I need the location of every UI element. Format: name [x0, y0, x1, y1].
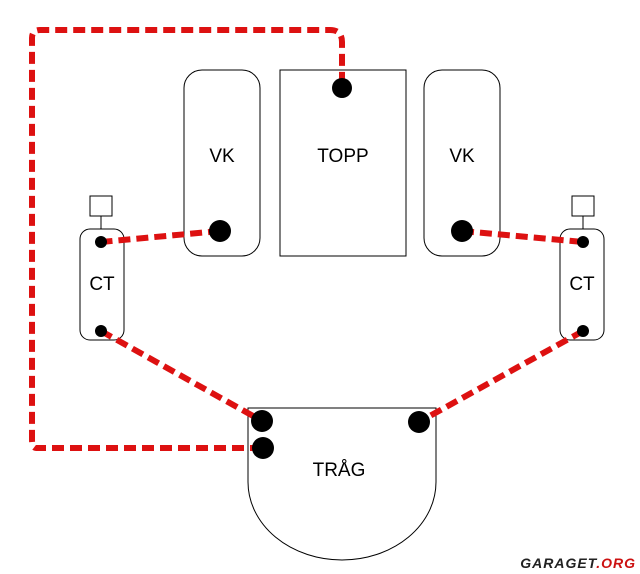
port-trag-upper-left: [251, 410, 273, 432]
vk-left-tank: [183, 69, 261, 257]
port-trag-lower-left: [252, 437, 274, 459]
port-vk-right: [451, 220, 473, 242]
label-trag: TRÅG: [313, 460, 366, 481]
label-topp: TOPP: [317, 146, 368, 167]
label-vk-right: VK: [449, 146, 475, 167]
watermark-suffix: .ORG: [596, 555, 636, 571]
port-topp: [332, 78, 352, 98]
watermark-logo: GARAGET.ORG: [520, 555, 636, 571]
label-vk-left: VK: [209, 146, 235, 167]
pipe-ctleft-to-trag: [99, 328, 264, 424]
vk-right-tank: [423, 69, 501, 257]
port-ct-left-bottom: [95, 325, 107, 337]
ct-left-cap: [89, 195, 113, 217]
topp-box: [279, 69, 407, 257]
port-trag-right: [408, 411, 430, 433]
pipe-vkleft-to-ctleft: [100, 228, 221, 245]
label-ct-left: CT: [89, 274, 115, 295]
watermark-text: GARAGET.ORG: [520, 555, 636, 571]
ct-right-cap: [571, 195, 595, 217]
ct-left-tank: [79, 228, 125, 341]
label-ct-right: CT: [569, 274, 595, 295]
port-vk-left: [209, 220, 231, 242]
trag-tray: [247, 407, 437, 561]
port-ct-right-bottom: [577, 325, 589, 337]
pipe-ctright-to-trag: [417, 328, 585, 425]
pipe-vkright-to-ctright: [461, 228, 584, 245]
port-ct-left-top: [95, 236, 107, 248]
port-ct-right-top: [577, 236, 589, 248]
watermark-main: GARAGET: [520, 555, 597, 571]
ct-right-tank: [559, 228, 605, 341]
